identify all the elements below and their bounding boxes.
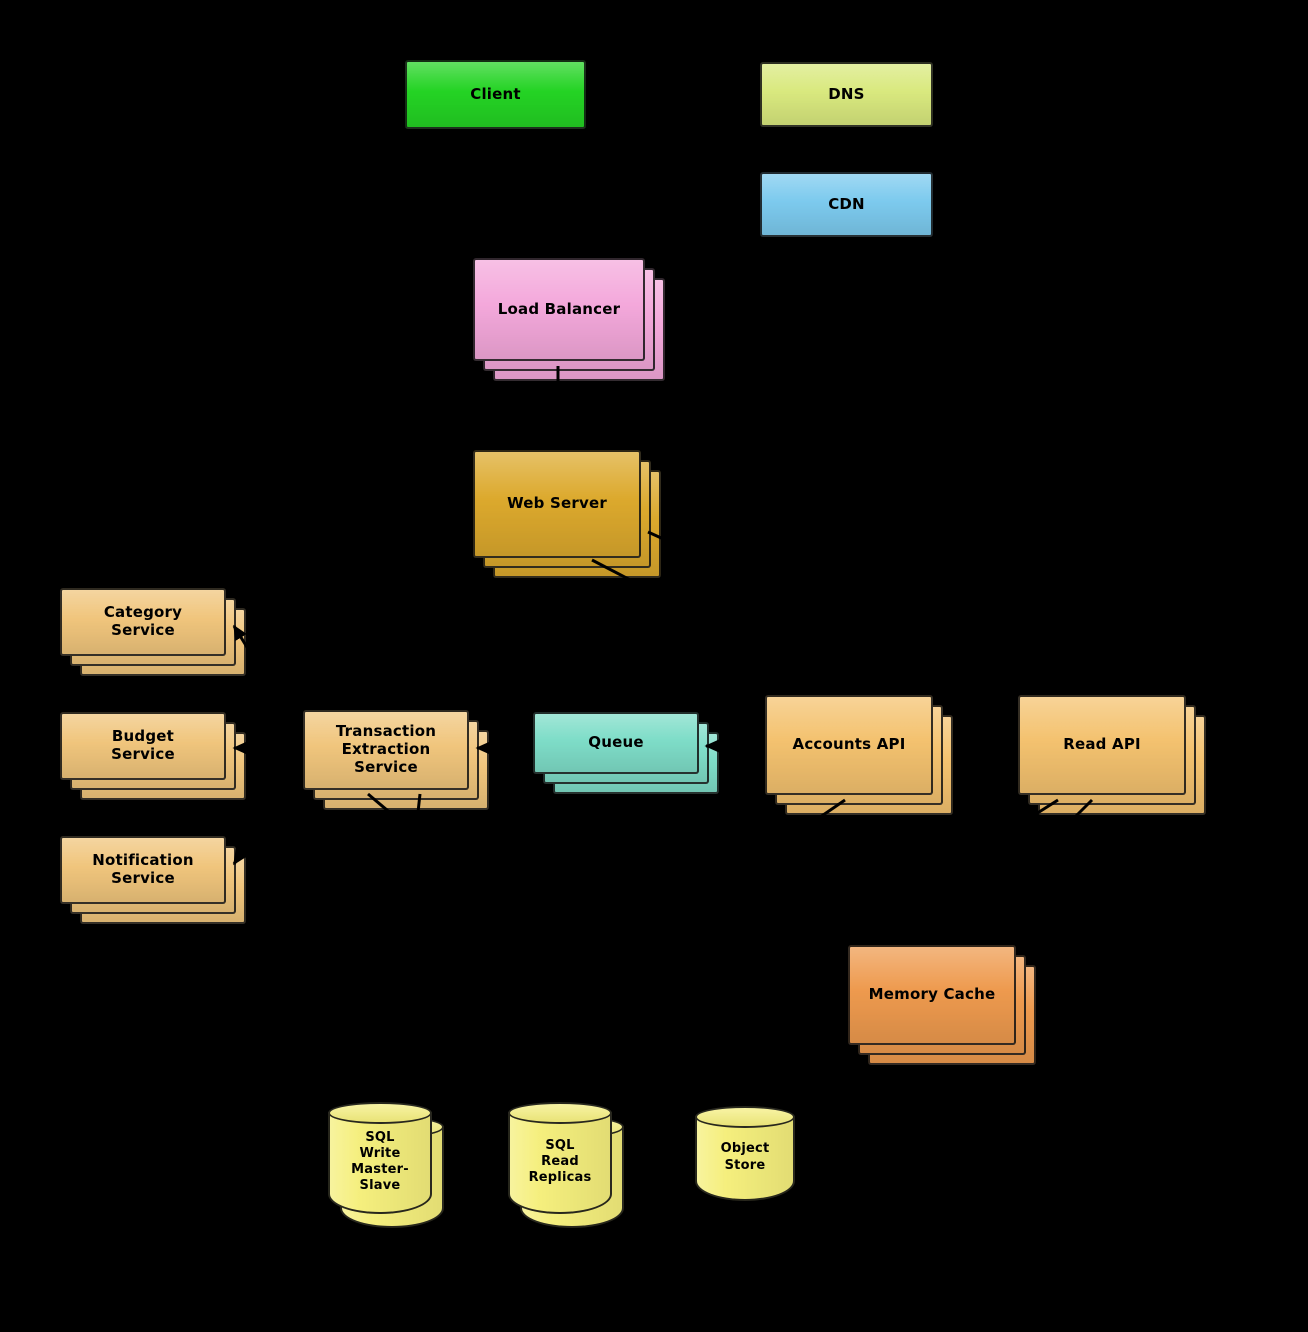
node-read-api: Read API	[1018, 695, 1206, 815]
node-dns: DNS	[760, 62, 933, 127]
node-object-store: Object Store	[695, 1106, 795, 1201]
node-queue: Queue	[533, 712, 719, 794]
edge-transaction-extraction-service-to-sql-write-master-slave	[381, 793, 422, 1098]
node-load-balancer: Load Balancer	[473, 258, 665, 381]
node-memory-cache: Memory Cache	[848, 945, 1036, 1065]
node-box	[760, 172, 933, 237]
node-label: Transaction Extraction Service	[335, 722, 437, 776]
node-label: Load Balancer	[497, 299, 621, 318]
node-label: Category Service	[103, 603, 183, 639]
cylinder-shape	[328, 1102, 432, 1214]
node-box	[60, 836, 226, 904]
node-label: Queue	[588, 733, 644, 752]
node-label: Memory Cache	[868, 985, 996, 1004]
node-box	[765, 695, 933, 795]
node-label: SQL Read Replicas	[528, 1137, 592, 1186]
node-box	[473, 258, 645, 361]
node-cdn: CDN	[760, 172, 933, 237]
edge-client-to-load-balancer	[495, 131, 552, 253]
node-label: DNS	[828, 84, 865, 103]
edge-transaction-extraction-service-to-object-store	[367, 792, 736, 1106]
edge-web-server-to-accounts-api	[591, 558, 844, 692]
cylinder-shape	[508, 1102, 612, 1214]
node-box	[1018, 695, 1186, 795]
edge-accounts-api-to-sql-write-master-slave	[406, 798, 846, 1102]
node-box	[533, 712, 699, 774]
node-label: CDN	[828, 194, 865, 213]
cylinder-shape	[695, 1106, 795, 1201]
node-box	[473, 450, 641, 558]
node-box	[60, 712, 226, 780]
node-category-service: Category Service	[60, 588, 246, 676]
node-label: Client	[470, 84, 521, 103]
node-sql-read-replicas: SQL Read Replicas	[508, 1102, 624, 1228]
node-label: SQL Write Master- Slave	[351, 1129, 409, 1194]
node-box	[760, 62, 933, 127]
node-box	[303, 710, 469, 790]
edge-read-api-to-memory-cache	[950, 798, 1094, 942]
node-box	[405, 60, 586, 129]
node-transaction-extraction-service: Transaction Extraction Service	[303, 710, 489, 810]
edge-client-to-cdn	[587, 110, 754, 200]
node-web-server: Web Server	[473, 450, 661, 578]
node-sql-write-master-slave: SQL Write Master- Slave	[328, 1102, 444, 1228]
edge-web-server-to-read-api	[647, 530, 1016, 700]
node-label: Object Store	[720, 1141, 770, 1173]
node-client: Client	[405, 60, 586, 129]
node-accounts-api: Accounts API	[765, 695, 953, 815]
node-budget-service: Budget Service	[60, 712, 246, 800]
node-label: Read API	[1063, 735, 1141, 754]
node-label: Budget Service	[111, 727, 175, 763]
node-label: Notification Service	[92, 851, 194, 887]
node-label: Web Server	[507, 494, 607, 513]
node-notification-service: Notification Service	[60, 836, 246, 924]
node-label: Accounts API	[792, 735, 906, 754]
node-box	[60, 588, 226, 656]
